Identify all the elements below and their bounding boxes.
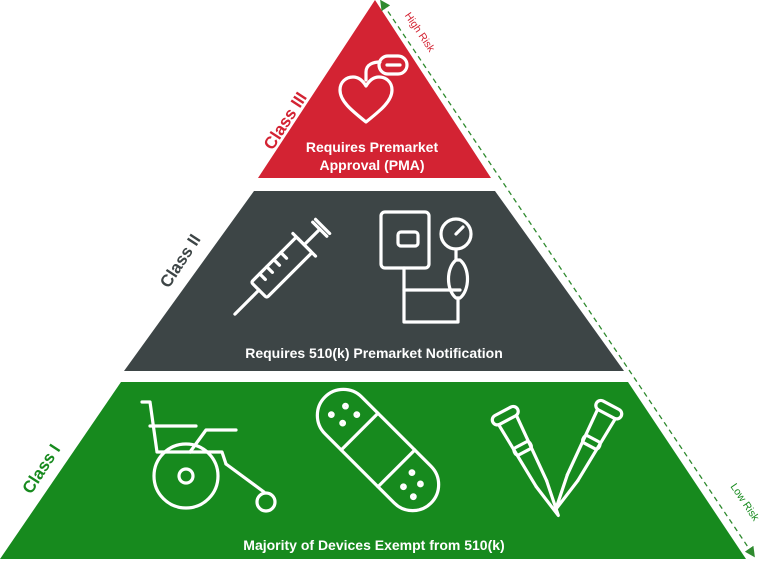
tier-class-i: Majority of Devices Exempt from 510(k) C… <box>0 382 746 559</box>
class-iii-caption-line1: Requires Premarket <box>306 139 439 155</box>
class-i-caption: Majority of Devices Exempt from 510(k) <box>243 537 504 553</box>
high-risk-label: High Risk <box>402 10 437 55</box>
tier-class-iii: Requires Premarket Approval (PMA) Class … <box>258 0 491 178</box>
tier-class-ii-band <box>124 191 624 371</box>
tier-class-ii: Requires 510(k) Premarket Notification C… <box>124 191 624 371</box>
class-iii-caption-line2: Approval (PMA) <box>320 157 425 173</box>
class-ii-caption: Requires 510(k) Premarket Notification <box>245 345 503 361</box>
risk-scale-arrow <box>380 0 755 558</box>
wheelchair-icon <box>140 400 277 513</box>
low-risk-label: Low Risk <box>728 481 762 524</box>
syringe-icon <box>233 217 332 316</box>
